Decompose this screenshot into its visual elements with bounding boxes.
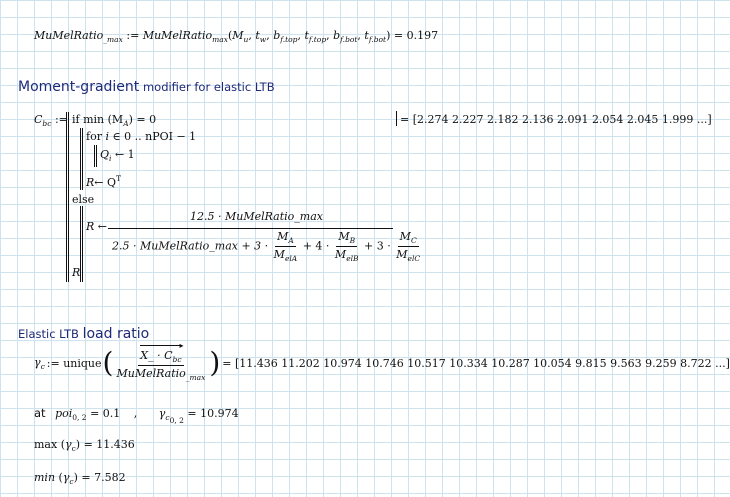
r-formula-fraction-line <box>108 228 393 229</box>
max-gamma-line[interactable]: max (γc) = 11.436 <box>34 438 135 453</box>
if-line: if min (MA) = 0 <box>72 113 157 128</box>
program-outer-bar <box>66 112 67 282</box>
mumelratio-definition[interactable]: MuMelRatio_max := MuMelRatiomax(Mu, tw, … <box>34 29 439 44</box>
else-line: else <box>72 193 95 206</box>
vectorize-arrow-head: ▸ <box>179 341 184 350</box>
vectorize-arrow <box>140 345 182 346</box>
unique-func: := unique <box>46 356 102 370</box>
gamma-fraction: ▸ X_ · Cbc MuMelRatio_max <box>116 341 206 382</box>
result-value: = 0.197 <box>393 29 439 42</box>
gamma-result-vector[interactable]: = [11.436 11.202 10.974 10.746 10.517 10… <box>222 356 730 370</box>
else-branch-bar-2 <box>82 206 83 282</box>
heading-elastic-ltb[interactable]: Elastic LTB load ratio <box>18 326 150 342</box>
for-line: for i ∈ 0 .. nPOI − 1 <box>86 130 197 143</box>
for-body-bar-2 <box>96 145 97 167</box>
r-formula-fraction-numerator: 12.5 · MuMelRatio_max <box>190 210 323 223</box>
result-left-bracket <box>396 111 397 126</box>
min-gamma-line[interactable]: min (γc) = 7.582 <box>34 471 126 486</box>
return-line: R <box>72 266 81 279</box>
lhs-var: MuMelRatio_max <box>34 29 123 44</box>
else-branch-bar <box>80 206 81 282</box>
program-outer-bar-2 <box>68 112 69 282</box>
gamma-lhs: γc <box>34 355 45 371</box>
heading-moment-gradient[interactable]: Moment-gradient modifier for elastic LTB <box>18 79 275 95</box>
gamma-definition[interactable]: γc := unique ( ▸ X_ · Cbc MuMelRatio_max… <box>34 341 730 382</box>
cbc-lhs[interactable]: Cbc := <box>34 113 68 128</box>
at-poi-line[interactable]: at poi0, 2 = 0.1 , γc0, 2 = 10.974 <box>34 406 239 425</box>
assign-op: := <box>126 29 140 42</box>
r-transpose-line: R← QT <box>86 174 122 189</box>
if-branch-bar <box>80 128 81 190</box>
r-formula-line: R ← <box>86 220 108 233</box>
q-assign-line: Qi ← 1 <box>100 148 135 163</box>
cbc-result-vector[interactable]: = [2.274 2.227 2.182 2.136 2.091 2.054 2… <box>396 111 712 126</box>
for-body-bar <box>94 145 95 167</box>
if-branch-bar-2 <box>82 128 83 190</box>
func-call: MuMelRatiomax <box>142 29 228 44</box>
